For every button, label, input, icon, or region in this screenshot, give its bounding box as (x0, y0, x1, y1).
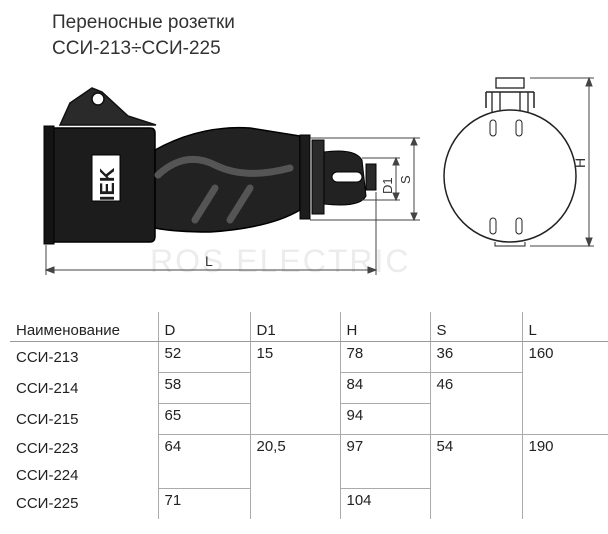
housing-front-lip (43, 125, 55, 245)
label-H: H (572, 158, 588, 168)
label-S: S (398, 175, 413, 184)
cell-D: 64 (157, 434, 250, 489)
cell-D1: 20,5 (249, 434, 340, 519)
header-name: Наименование (10, 312, 158, 342)
technical-drawing: ROS ELECTRIC IEK L (43, 76, 594, 279)
cell-L: 190 (521, 434, 608, 519)
cell-H: 84 (339, 372, 430, 404)
table-row: ССИ-223 64 20,5 97 54 190 (10, 434, 608, 519)
socket-handle (154, 126, 301, 233)
handle-grip-curve (154, 155, 294, 179)
header-H: H (339, 312, 430, 342)
dimension-D1-S (310, 136, 420, 222)
cable-gland-ring (311, 139, 325, 215)
table-row: ССИ-214 58 84 46 (10, 372, 608, 435)
front-cover-circle (443, 109, 577, 243)
cell-D: 65 (157, 403, 250, 435)
table-row: ССИ-215 65 94 (10, 403, 608, 435)
hinge-cover (58, 87, 157, 126)
header-S: S (429, 312, 522, 342)
cable-gland-tip (365, 163, 377, 191)
front-bottom-tab (494, 242, 526, 247)
socket-front-view (443, 77, 577, 247)
front-pin-2 (515, 119, 523, 137)
cell-name: ССИ-224 (16, 466, 79, 484)
cell-H: 97 (339, 434, 430, 489)
cell-L: 160 (521, 341, 608, 435)
cell-H: 104 (339, 488, 430, 519)
handle-grip-rib-1 (191, 184, 219, 224)
cable-gland-flange (299, 134, 311, 220)
cell-name: ССИ-214 (16, 379, 79, 397)
cell-S: 54 (429, 434, 522, 519)
dimension-H (530, 76, 594, 248)
front-pin-1 (489, 119, 497, 137)
table-row: ССИ-224 (10, 462, 608, 489)
title-line-1: Переносные розетки (52, 12, 235, 33)
front-hinge-bracket (485, 91, 535, 108)
header-D1: D1 (249, 312, 340, 342)
cell-D: 71 (157, 488, 250, 519)
header-L: L (521, 312, 608, 342)
cell-name: ССИ-223 (16, 439, 79, 457)
page-title: Переносные розетки ССИ-213÷ССИ-225 (52, 10, 235, 62)
cell-name: ССИ-213 (16, 348, 79, 366)
cell-H: 78 (339, 341, 430, 373)
brand-logo: IEK (91, 154, 121, 202)
dimension-L (44, 192, 378, 275)
dimensions-table: Наименование D D1 H S L ССИ-213 52 15 78… (10, 312, 608, 519)
cell-D: 52 (157, 341, 250, 373)
handle-grip-rib-2 (226, 184, 254, 224)
cell-D: 58 (157, 372, 250, 404)
cell-S: 36 (429, 341, 522, 373)
front-pin-4 (515, 217, 523, 235)
cell-D1: 15 (249, 341, 340, 435)
watermark: ROS ELECTRIC (150, 243, 410, 279)
front-pin-3 (489, 217, 497, 235)
cable-gland-slot (331, 171, 363, 183)
cell-S: 46 (429, 372, 522, 435)
cell-H: 94 (339, 403, 430, 435)
table-row: ССИ-225 71 104 (10, 488, 608, 519)
label-D1: D1 (380, 177, 395, 194)
table-row: ССИ-213 52 15 78 36 160 (10, 341, 608, 435)
cell-name: ССИ-225 (16, 495, 79, 513)
front-hinge-top (495, 77, 525, 89)
hinge-pin (91, 92, 105, 106)
brand-logo-text: IEK (97, 167, 119, 201)
socket-side-view: IEK (43, 87, 377, 245)
table-header-row: Наименование D D1 H S L (10, 312, 608, 342)
label-L: L (205, 253, 213, 269)
cell-name: ССИ-215 (16, 410, 79, 428)
header-D: D (157, 312, 250, 342)
title-line-2: ССИ-213÷ССИ-225 (52, 38, 221, 59)
